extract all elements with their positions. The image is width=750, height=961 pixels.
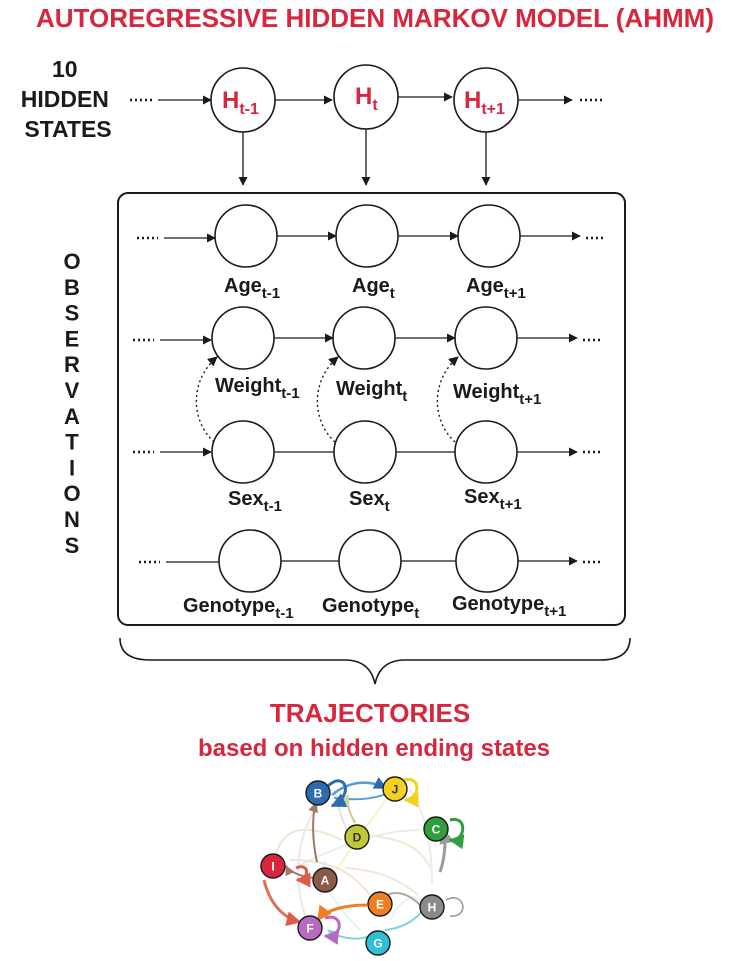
age-label-t+1: Aget+1	[466, 275, 526, 302]
observations-letter: B	[64, 275, 80, 300]
observations-letter: S	[65, 301, 80, 326]
observations-letter: V	[65, 378, 80, 403]
sex-node-t+1	[454, 420, 518, 484]
observations-letter: I	[69, 455, 75, 480]
state-node-i	[260, 853, 286, 879]
trajectories-subtitle: based on hidden ending states	[198, 735, 550, 762]
genotype-node-t-1	[218, 529, 282, 593]
row-age: Aget-1 Aget Aget+1	[137, 204, 606, 302]
faint-edges	[273, 789, 433, 931]
hidden-label-t+1: Ht+1	[464, 87, 505, 118]
state-node-j	[382, 776, 408, 802]
state-node-b	[305, 780, 331, 806]
observations-letter: S	[65, 533, 80, 558]
observations-letter: R	[64, 352, 80, 377]
diagram-title: AUTOREGRESSIVE HIDDEN MARKOV MODEL (AHMM…	[36, 3, 714, 33]
state-node-label-f: F	[306, 922, 313, 936]
age-node-t-1	[214, 204, 278, 268]
state-node-label-g: G	[373, 937, 382, 951]
weight-label-t+1: Weightt+1	[453, 381, 541, 408]
state-nodes: B J D C I A E H F G	[260, 776, 449, 956]
trajectory-brace	[119, 637, 631, 685]
state-node-label-e: E	[376, 898, 384, 912]
weight-node-t+1	[454, 306, 518, 370]
trajectories-title: TRAJECTORIES	[270, 698, 470, 728]
state-node-h	[419, 894, 445, 920]
state-node-d	[344, 824, 370, 850]
hidden-label-t-1: Ht-1	[222, 87, 259, 118]
state-node-label-b: B	[314, 787, 323, 801]
observations-letter: O	[63, 249, 80, 274]
sex-label-t-1: Sext-1	[228, 488, 282, 515]
weight-node-t	[332, 306, 396, 370]
state-node-label-a: A	[321, 874, 330, 888]
sex-node-t-1	[211, 420, 275, 484]
hidden-states-count: 10	[52, 56, 78, 82]
observations-box	[117, 192, 626, 626]
state-node-label-j: J	[392, 783, 399, 797]
row-sex: Sext-1 Sext Sext+1	[133, 420, 603, 515]
genotype-label-t-1: Genotypet-1	[183, 595, 294, 622]
age-node-t+1	[457, 204, 521, 268]
state-node-g	[365, 930, 391, 956]
genotype-node-t+1	[455, 529, 519, 593]
hidden-states-word2: STATES	[24, 116, 111, 142]
hidden-states-label: 10 HIDDEN STATES	[21, 56, 116, 142]
sex-label-t: Sext	[349, 488, 390, 515]
genotype-label-t+1: Genotypet+1	[452, 593, 566, 620]
state-node-label-h: H	[428, 901, 437, 915]
sex-to-weight-dependencies	[195, 356, 459, 443]
age-node-t	[335, 204, 399, 268]
row-weight: Weightt-1 Weightt Weightt+1	[133, 306, 603, 408]
hidden-row: Ht-1 Ht Ht+1	[130, 64, 602, 186]
state-node-e	[367, 891, 393, 917]
hidden-node-t-1	[210, 67, 276, 133]
hidden-states-word1: HIDDEN	[21, 86, 109, 112]
state-node-label-d: D	[353, 831, 362, 845]
weight-label-t: Weightt	[336, 378, 407, 405]
observations-letter: N	[64, 507, 80, 532]
age-label-t: Aget	[352, 275, 395, 302]
state-node-a	[312, 867, 338, 893]
genotype-label-t: Genotypet	[322, 595, 419, 622]
observations-letter: T	[65, 430, 79, 455]
sex-node-t	[333, 420, 397, 484]
weight-label-t-1: Weightt-1	[215, 375, 300, 402]
genotype-node-t	[338, 529, 402, 593]
state-node-c	[423, 816, 449, 842]
weight-node-t-1	[211, 306, 275, 370]
observations-letter: A	[64, 404, 80, 429]
state-node-label-i: I	[271, 860, 274, 874]
sex-label-t+1: Sext+1	[464, 486, 522, 513]
state-node-f	[297, 915, 323, 941]
state-node-label-c: C	[432, 823, 441, 837]
observations-letter: O	[63, 481, 80, 506]
observations-letter: E	[65, 326, 80, 351]
age-label-t-1: Aget-1	[224, 275, 280, 302]
row-genotype: Genotypet-1 Genotypet Genotypet+1	[139, 529, 603, 622]
state-transition-graph: B J D C I A E H F G	[260, 776, 465, 956]
hidden-label-t: Ht	[355, 83, 378, 114]
